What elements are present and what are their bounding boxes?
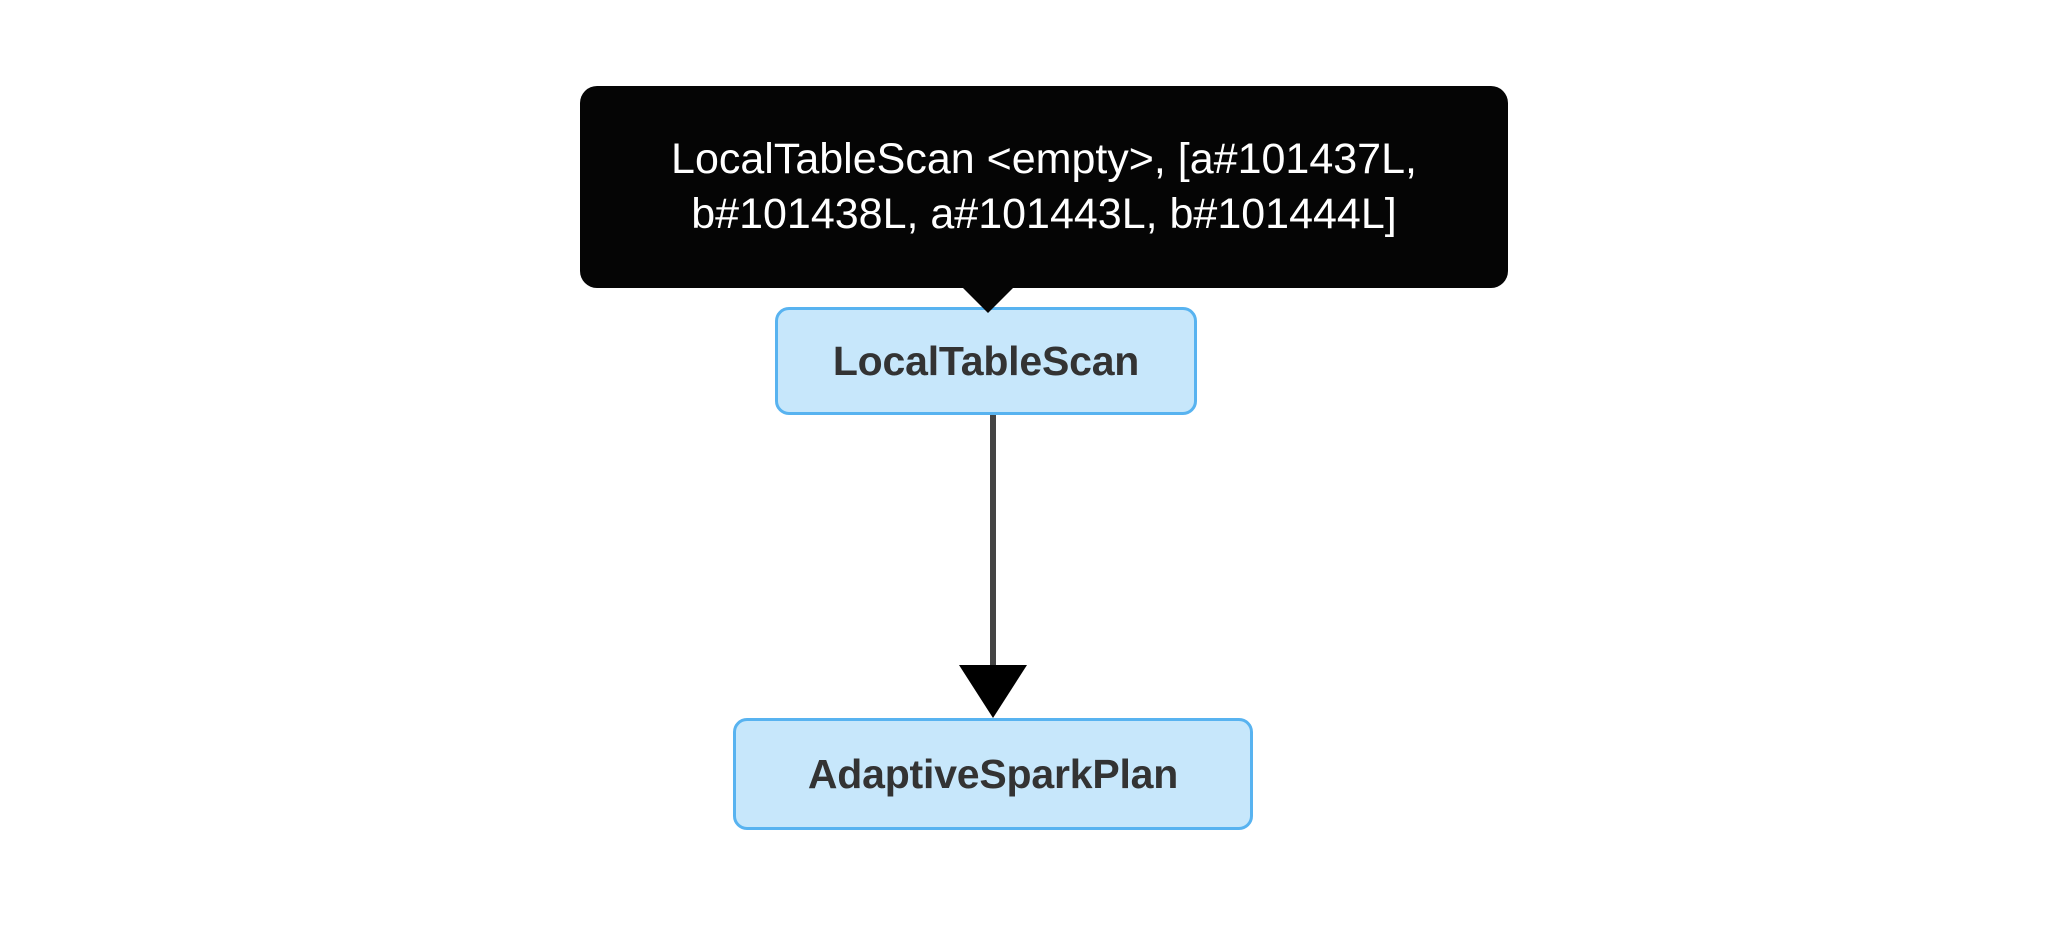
plan-node-label: LocalTableScan xyxy=(832,337,1140,384)
tooltip-pointer-icon xyxy=(961,286,1015,313)
edge-localtablescan-to-adaptivesparkplan xyxy=(959,415,1027,718)
edge-arrowhead-icon xyxy=(959,665,1027,718)
plan-node-adaptivesparkplan[interactable]: AdaptiveSparkPlan xyxy=(733,718,1253,830)
plan-node-localtablescan[interactable]: LocalTableScan xyxy=(775,307,1197,415)
plan-node-tooltip-text: LocalTableScan <empty>, [a#101437L, b#10… xyxy=(671,134,1417,238)
plan-node-tooltip: LocalTableScan <empty>, [a#101437L, b#10… xyxy=(580,86,1508,288)
plan-node-label: AdaptiveSparkPlan xyxy=(807,750,1179,797)
